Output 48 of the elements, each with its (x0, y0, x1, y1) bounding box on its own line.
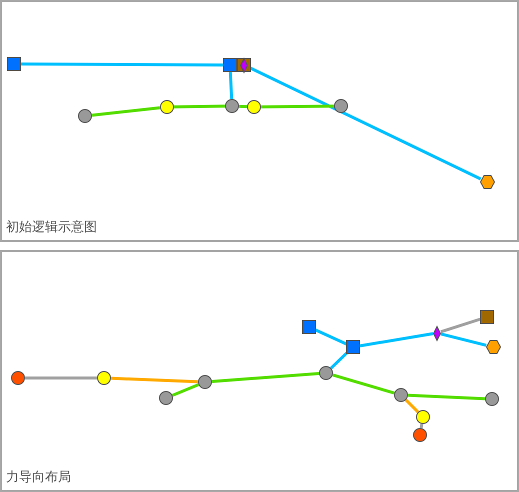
square-node (237, 58, 251, 72)
connector-line (238, 104, 248, 108)
connector-line (212, 372, 320, 383)
circle-node (416, 410, 430, 424)
circle-node (159, 391, 173, 405)
connector-line (332, 374, 395, 394)
connector-line (440, 318, 481, 334)
circle-node (11, 371, 25, 385)
connector-line (110, 376, 198, 384)
panel (0, 250, 519, 492)
connector-line (360, 332, 434, 348)
circle-node (198, 375, 212, 389)
panel-label: 初始逻辑示意图 (6, 219, 97, 236)
connector-line (260, 104, 334, 108)
square-node (223, 58, 237, 72)
connector-line (172, 383, 200, 397)
circle-node (247, 100, 261, 114)
diamond-node (433, 326, 441, 340)
square-node (480, 310, 494, 324)
square-node (7, 57, 21, 71)
connector-line (21, 62, 223, 66)
hexagon-node (486, 340, 500, 354)
circle-node (225, 99, 239, 113)
diamond-node (240, 58, 248, 72)
connector-line (440, 332, 487, 347)
panel-label: 力导向布局 (6, 469, 71, 486)
connector-line (92, 106, 160, 117)
circle-node (334, 99, 348, 113)
circle-node (485, 392, 499, 406)
square-node (302, 320, 316, 334)
panel (0, 0, 519, 242)
hexagon-node (480, 175, 494, 189)
circle-node (97, 371, 111, 385)
circle-node (394, 388, 408, 402)
connector-line (314, 328, 348, 346)
circle-node (160, 100, 174, 114)
connector-line (250, 66, 482, 180)
connector-line (408, 394, 486, 400)
circle-node (413, 428, 427, 442)
connector-line (420, 424, 424, 428)
connector-line (330, 350, 349, 370)
circle-node (319, 366, 333, 380)
connector-line (228, 72, 234, 100)
connector-line (174, 104, 226, 108)
connector-line (25, 376, 97, 380)
circle-node (78, 109, 92, 123)
connector-line (404, 398, 420, 414)
square-node (346, 340, 360, 354)
